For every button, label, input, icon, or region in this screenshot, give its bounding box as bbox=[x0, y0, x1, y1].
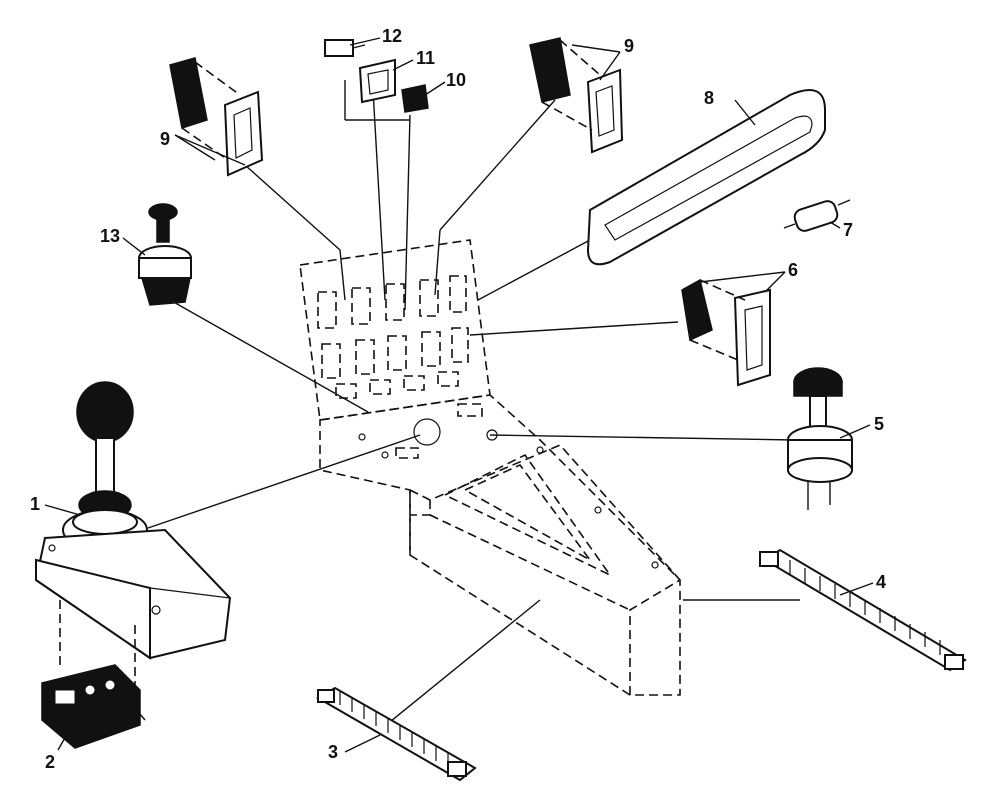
callout-5: 5 bbox=[874, 414, 884, 434]
rocker-switch-9-left bbox=[169, 57, 264, 177]
fuse bbox=[783, 199, 851, 232]
bulb-holder bbox=[324, 39, 366, 57]
callout-9-right: 9 bbox=[624, 36, 634, 56]
callout-8: 8 bbox=[704, 88, 714, 108]
rocker-switch-9-right bbox=[529, 37, 624, 154]
indicator-lamp bbox=[401, 84, 429, 113]
switch-block bbox=[41, 664, 146, 749]
callout-2: 2 bbox=[45, 752, 55, 772]
callout-3: 3 bbox=[328, 742, 338, 762]
callout-6: 6 bbox=[788, 260, 798, 280]
terminal-strip-large bbox=[759, 548, 967, 672]
lamp-frame bbox=[358, 58, 396, 104]
callout-12: 12 bbox=[382, 26, 402, 46]
callout-10: 10 bbox=[446, 70, 466, 90]
callout-4: 4 bbox=[876, 572, 886, 592]
callout-leaders bbox=[44, 37, 874, 753]
callout-13: 13 bbox=[100, 226, 120, 246]
callout-11: 11 bbox=[416, 48, 435, 68]
armrest-pad bbox=[586, 89, 826, 266]
callout-1: 1 bbox=[30, 494, 40, 514]
callout-numbers: 1 2 3 4 5 6 7 8 9 9 10 11 12 13 bbox=[30, 26, 886, 772]
callout-7: 7 bbox=[843, 220, 853, 240]
leader-lines bbox=[147, 80, 800, 731]
callout-9-left: 9 bbox=[160, 129, 170, 149]
push-button bbox=[138, 203, 192, 306]
console-housing bbox=[299, 239, 681, 696]
panel-cutouts bbox=[317, 275, 469, 399]
joystick-unit bbox=[34, 381, 232, 690]
terminal-strip-small bbox=[316, 686, 477, 782]
rotary-switch bbox=[787, 367, 853, 510]
rocker-switch-6 bbox=[681, 278, 771, 387]
